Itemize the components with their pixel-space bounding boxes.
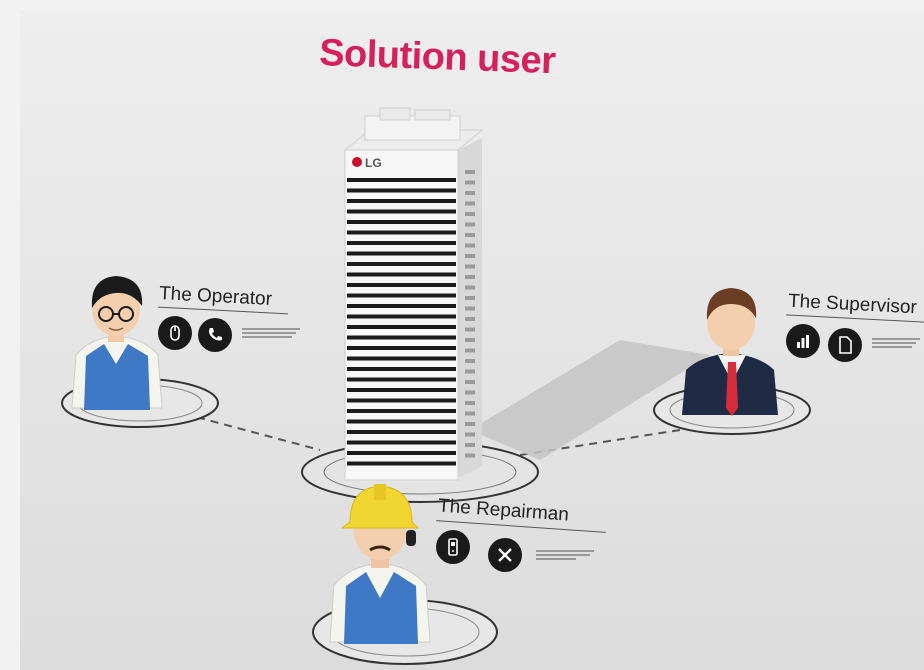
scene-drawing: LG [61, 107, 811, 665]
building-floor-window [347, 367, 456, 371]
building-side-window [465, 296, 475, 300]
building-side-window [465, 359, 475, 363]
building-floor-window [347, 272, 456, 277]
building-floor-window [347, 440, 456, 445]
building-side-window [465, 390, 475, 395]
building-floor-window [347, 346, 456, 350]
mobile-phone-icon [436, 530, 470, 564]
document-icon [828, 328, 862, 362]
mouse-icon [158, 316, 192, 350]
connector-lines [169, 409, 681, 456]
building-floor-window [347, 451, 456, 455]
building-floor-window [347, 388, 456, 392]
building-side-window [465, 170, 475, 174]
building-floor-window [347, 325, 456, 329]
operator-description-lines [242, 326, 302, 340]
building-side-window [465, 380, 475, 384]
building-side-window [465, 212, 475, 216]
building-floor-window [347, 220, 456, 224]
building-side-window [465, 243, 475, 248]
building-floor-window [347, 419, 456, 424]
building-floor-window [347, 209, 456, 214]
building-floor-window [347, 356, 456, 361]
lg-building: LG [343, 107, 484, 481]
building-floor-window [347, 251, 456, 256]
building-side-window [465, 348, 475, 353]
building-floor-window [347, 409, 456, 413]
building-side-window [465, 327, 475, 332]
building-floor-window [347, 461, 456, 466]
tools-icon [488, 538, 522, 572]
building-side-window [465, 275, 475, 279]
repairman-figure [329, 484, 431, 644]
operator-figure [71, 276, 163, 410]
repairman-description-lines [536, 548, 596, 562]
page-title: Solution user [318, 32, 557, 83]
building-floor-window [347, 188, 456, 193]
building-floor-window [347, 178, 456, 182]
building-side-window [465, 432, 475, 437]
building-floor-window [347, 314, 456, 319]
building-side-window [465, 443, 475, 447]
building-side-window [465, 201, 475, 206]
chart-icon [786, 324, 820, 358]
building-side-window [465, 422, 475, 426]
building-shadow [470, 340, 710, 460]
supervisor-figure [682, 288, 778, 416]
lg-logo-icon [352, 157, 362, 167]
building-side-window [465, 338, 475, 342]
building-side-window [465, 285, 475, 290]
building-floor-window [347, 262, 456, 266]
building-floor-window [347, 283, 456, 287]
building-floor-window [347, 304, 456, 308]
building-floor-window [347, 430, 456, 434]
building-floor-window [347, 335, 456, 340]
building-floor-window [347, 230, 456, 235]
building-floor-window [347, 293, 456, 298]
building-side-window [465, 411, 475, 416]
building-side-window [465, 233, 475, 237]
building-side-window [465, 369, 475, 374]
building-side-window [465, 264, 475, 269]
building-floor-window [347, 241, 456, 245]
building-floor-window [347, 377, 456, 382]
building-side-window [465, 401, 475, 405]
building-side-window [465, 191, 475, 195]
building-side-window [465, 317, 475, 321]
building-side-window [465, 254, 475, 258]
phone-icon [198, 318, 232, 352]
building-side-window [465, 222, 475, 227]
building-side-window [465, 453, 475, 458]
illustration-scene: LG [20, 10, 924, 670]
building-floor-window [347, 398, 456, 403]
building-logo: LG [365, 156, 382, 170]
building-floor-window [347, 199, 456, 203]
supervisor-description-lines [872, 336, 922, 350]
building-side-window [465, 306, 475, 311]
building-side-window [465, 180, 475, 185]
